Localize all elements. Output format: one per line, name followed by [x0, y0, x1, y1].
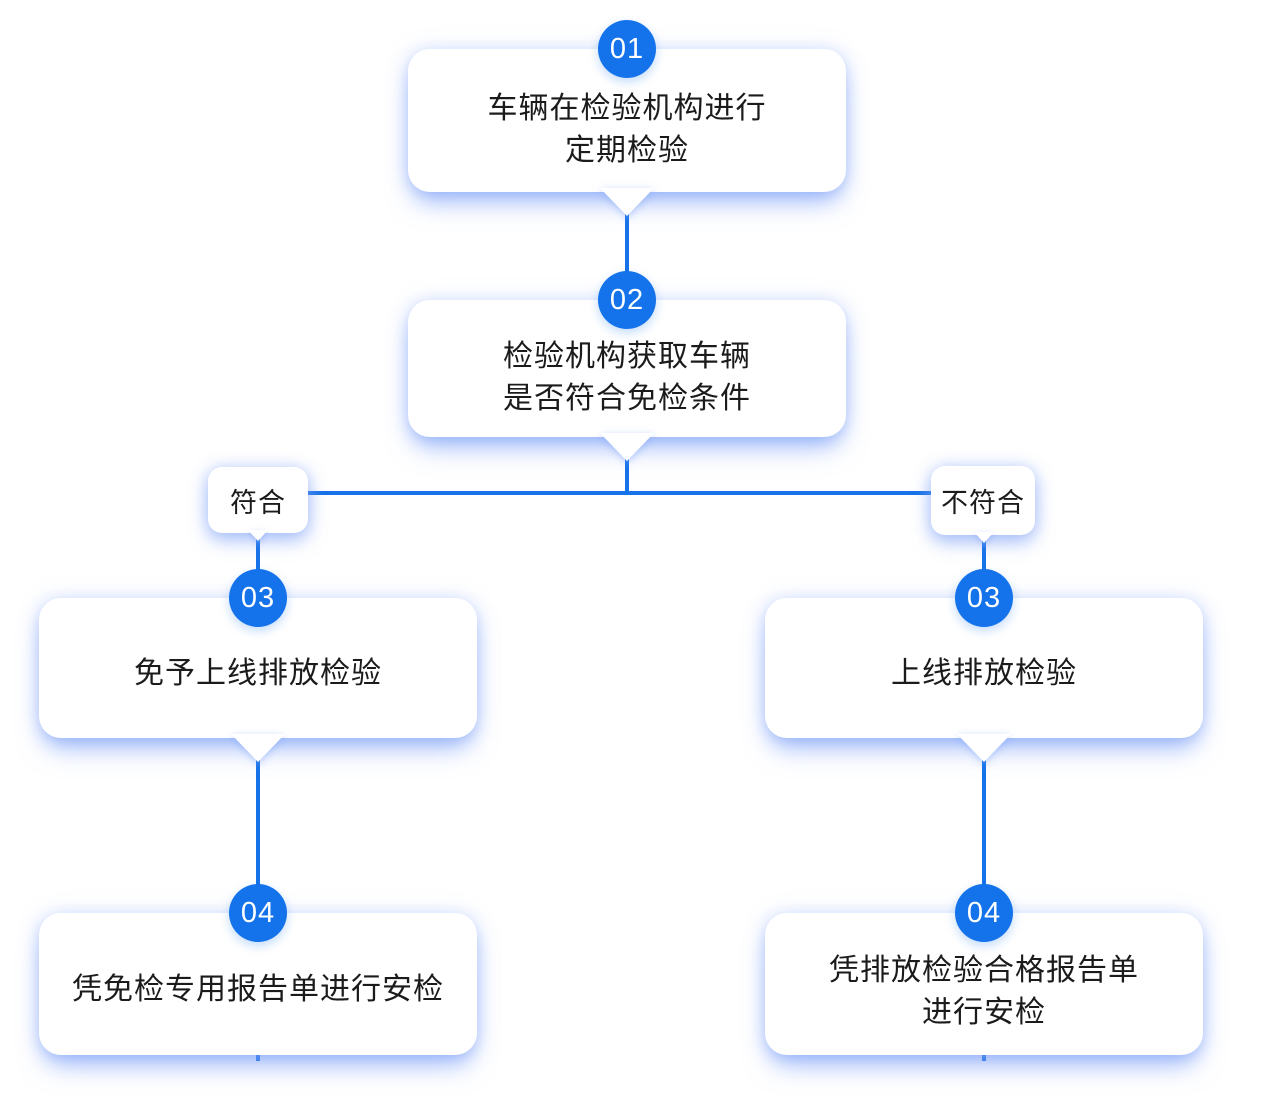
connector-step1-step2: [625, 212, 629, 275]
step-badge-03-left: 03: [229, 569, 287, 627]
pointer-step2-icon: [600, 433, 654, 461]
node-step4-right-text-line2: 进行安检: [922, 996, 1046, 1029]
pointer-step1-icon: [600, 188, 654, 216]
pointer-step3-left-icon: [231, 734, 285, 762]
connector-step2-branch: [625, 458, 629, 494]
connector-step3-step4-right: [982, 760, 986, 890]
branch-label-yes: 符合: [208, 467, 308, 533]
step-badge-01: 01: [598, 20, 656, 78]
node-step4-left-text: 凭免检专用报告单进行安检: [72, 973, 444, 1006]
pointer-branch-no-icon: [974, 532, 994, 543]
pointer-step3-right-icon: [957, 734, 1011, 762]
connector-step3-step4-left: [256, 760, 260, 890]
node-step2-text-line2: 是否符合免检条件: [503, 381, 751, 415]
connector-yes-step3: [256, 538, 260, 574]
step-badge-03-right: 03: [955, 569, 1013, 627]
node-step2-text-line1: 检验机构获取车辆: [503, 339, 751, 373]
connector-stub-right: [982, 1053, 986, 1061]
step-badge-02: 02: [598, 271, 656, 329]
node-step1-text-line1: 车辆在检验机构进行: [487, 91, 767, 125]
node-step4-right: 凭排放检验合格报告单 进行安检: [765, 913, 1203, 1055]
node-step2: 检验机构获取车辆 是否符合免检条件: [408, 300, 846, 437]
node-step1-text-line2: 定期检验: [565, 133, 689, 167]
step-badge-04-right: 04: [955, 884, 1013, 942]
step-badge-04-left: 04: [229, 884, 287, 942]
connector-branch-horizontal: [300, 491, 940, 495]
pointer-branch-yes-icon: [248, 530, 268, 541]
branch-label-no: 不符合: [931, 466, 1035, 535]
node-step3-right-text: 上线排放检验: [891, 657, 1077, 690]
node-step4-right-text-line1: 凭排放检验合格报告单: [829, 954, 1139, 987]
node-step3-left-text: 免予上线排放检验: [134, 657, 382, 690]
connector-no-step3: [982, 538, 986, 574]
connector-stub-left: [256, 1053, 260, 1061]
